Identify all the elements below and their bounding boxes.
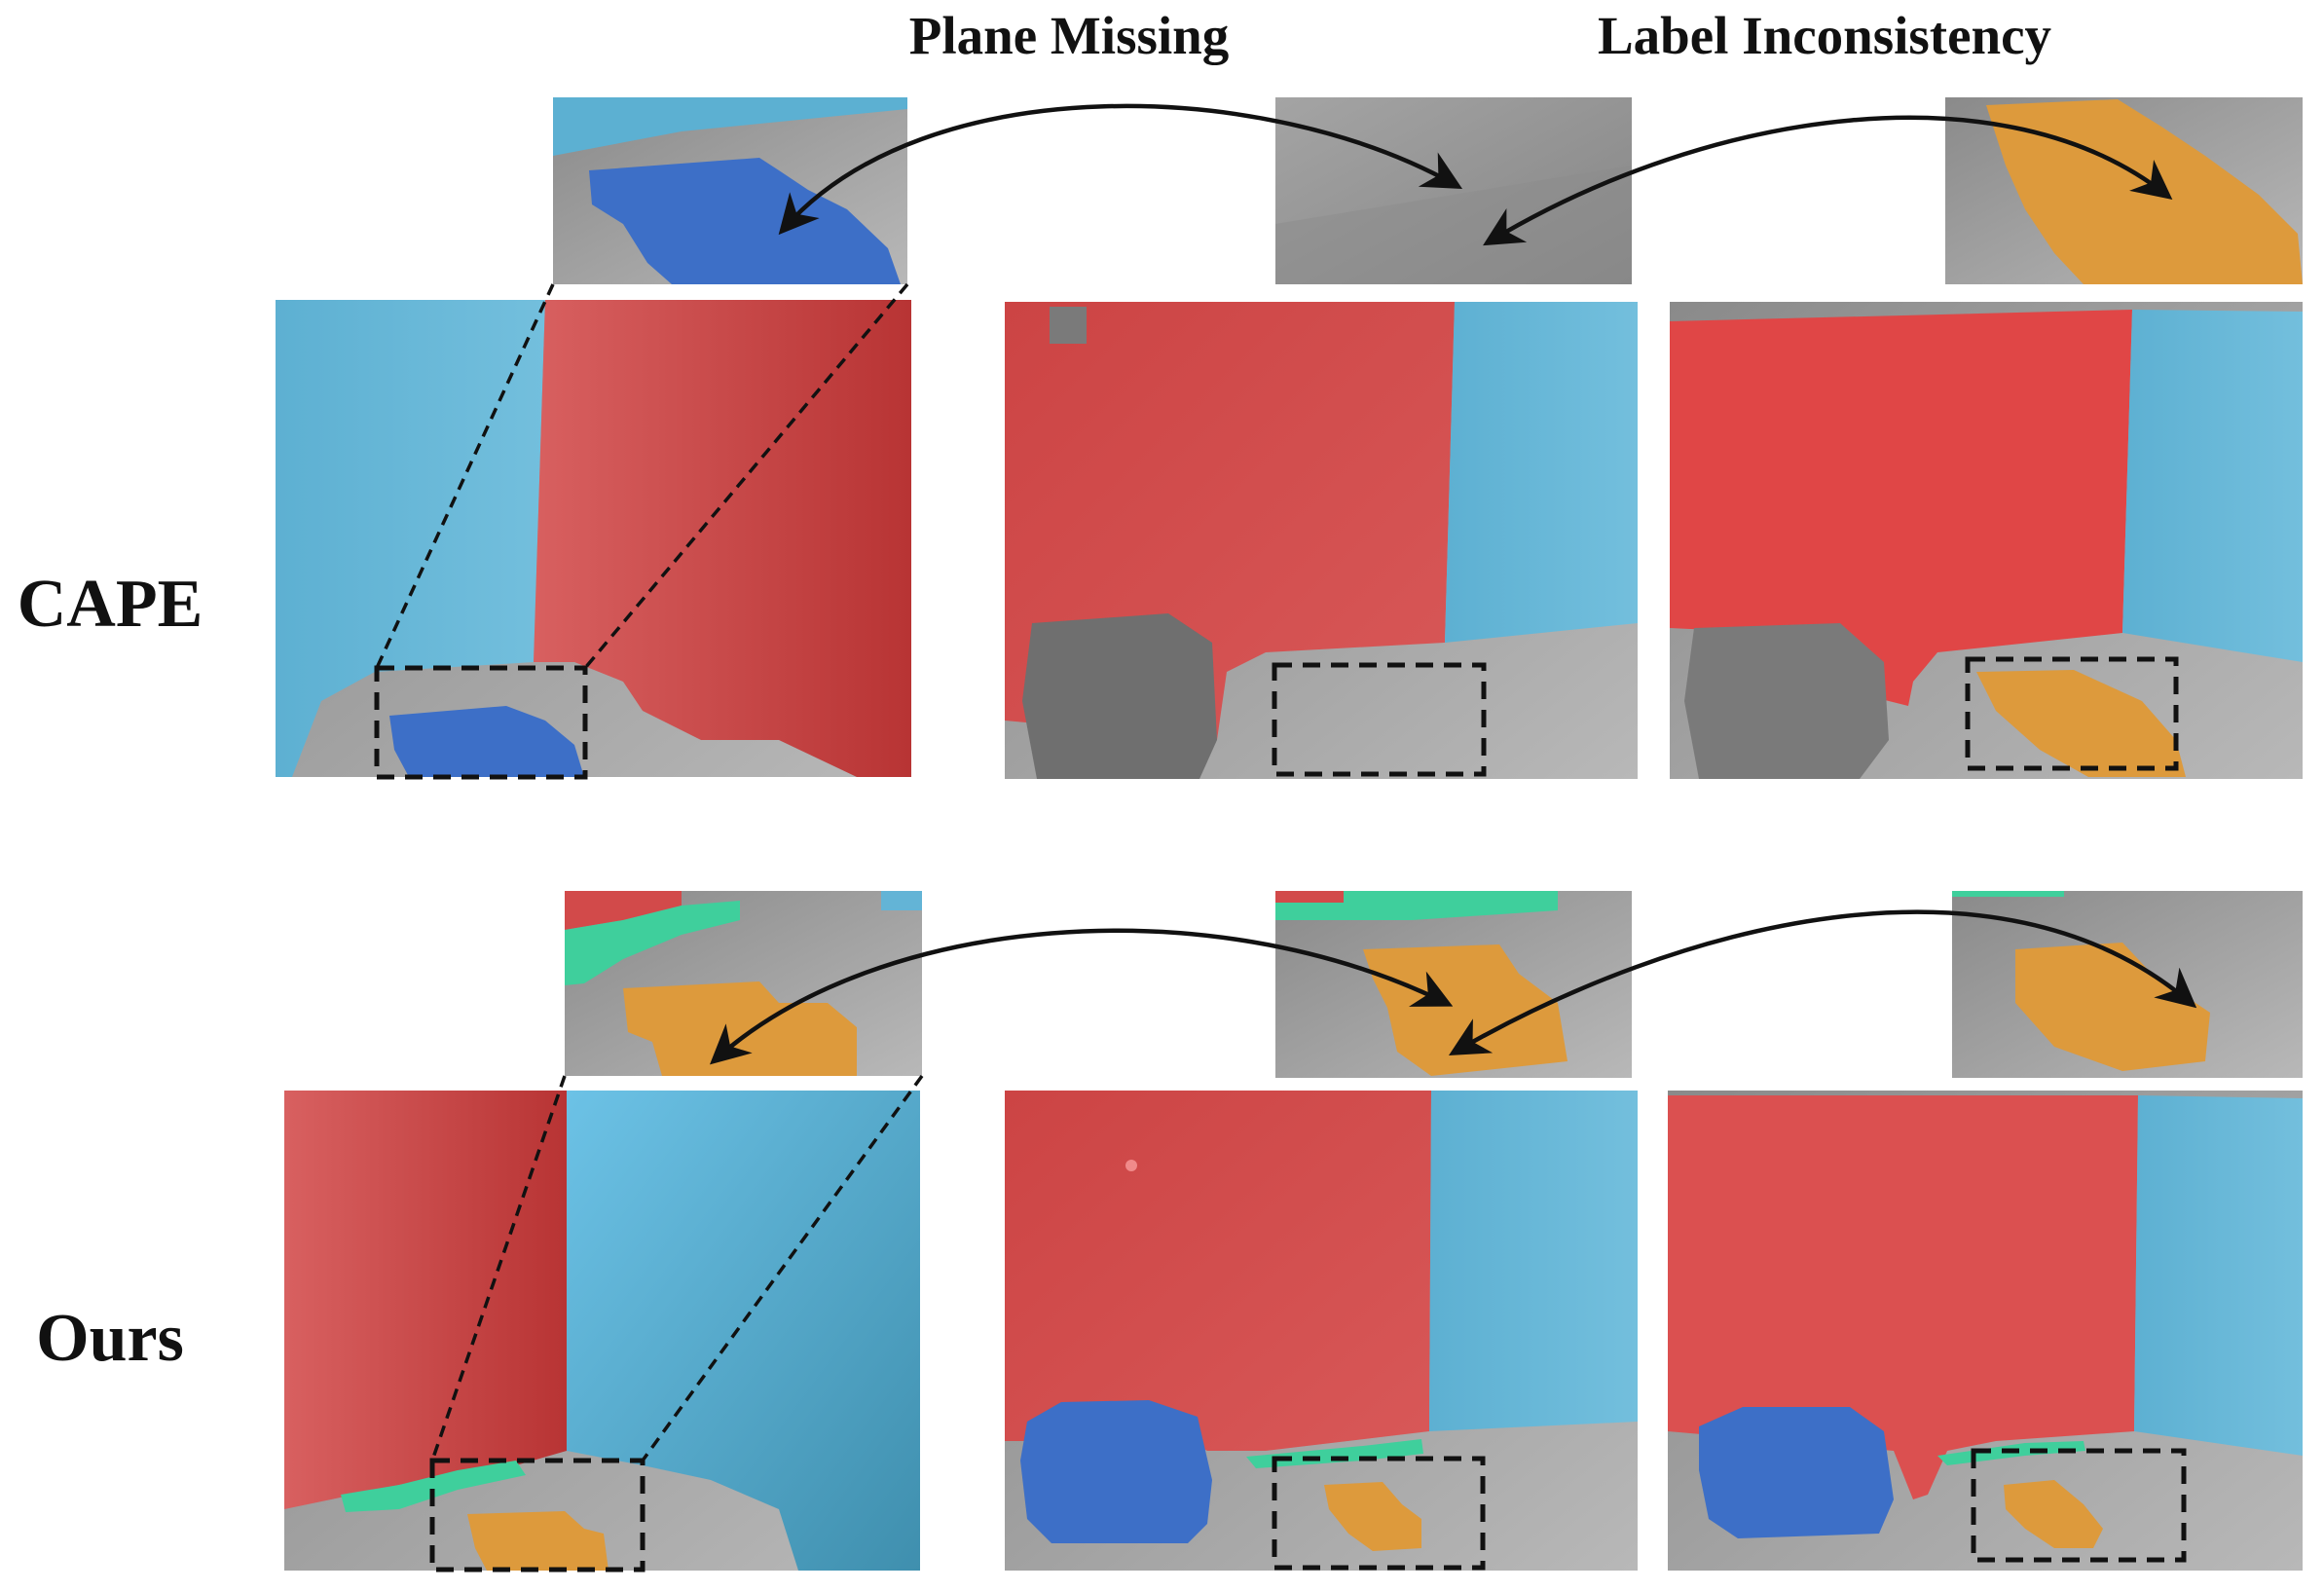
- cape-zoom-line-left: [375, 283, 555, 669]
- cape-arrow-label-inconsistency: [1483, 115, 2173, 246]
- ours-inset-2: [1275, 891, 1632, 1078]
- ours-inset-1: [565, 891, 922, 1076]
- label-inconsistency-annotation: Label Inconsistency: [1598, 6, 2051, 65]
- cape-inset-2: [1275, 97, 1632, 284]
- cape-zoom-box-1: [374, 665, 588, 780]
- ours-image-2: [1005, 1091, 1638, 1571]
- ours-zoom-line-right: [641, 1074, 924, 1462]
- cape-zoom-box-2: [1272, 662, 1487, 777]
- ours-zoom-box-2: [1272, 1456, 1486, 1571]
- ours-image-3: [1668, 1091, 2303, 1571]
- ours-zoom-box-3: [1971, 1448, 2187, 1563]
- cape-image-3: [1670, 302, 2303, 779]
- cape-zoom-box-3: [1965, 656, 2179, 771]
- cape-image-2: [1005, 302, 1638, 779]
- ours-zoom-line-left: [430, 1075, 567, 1462]
- plane-missing-annotation: Plane Missing: [909, 6, 1230, 65]
- cape-arrow-plane-missing: [778, 103, 1463, 236]
- row-label-ours: Ours: [36, 1301, 184, 1376]
- ours-zoom-box-1: [429, 1458, 646, 1572]
- row-label-cape: CAPE: [18, 567, 203, 642]
- cape-zoom-line-right: [583, 282, 909, 670]
- ours-arrow-2: [1448, 909, 2197, 1056]
- ours-image-1: [284, 1091, 920, 1571]
- ours-arrow-1: [709, 928, 1454, 1065]
- cape-inset-1: [553, 97, 907, 284]
- cape-image-1: [276, 300, 911, 777]
